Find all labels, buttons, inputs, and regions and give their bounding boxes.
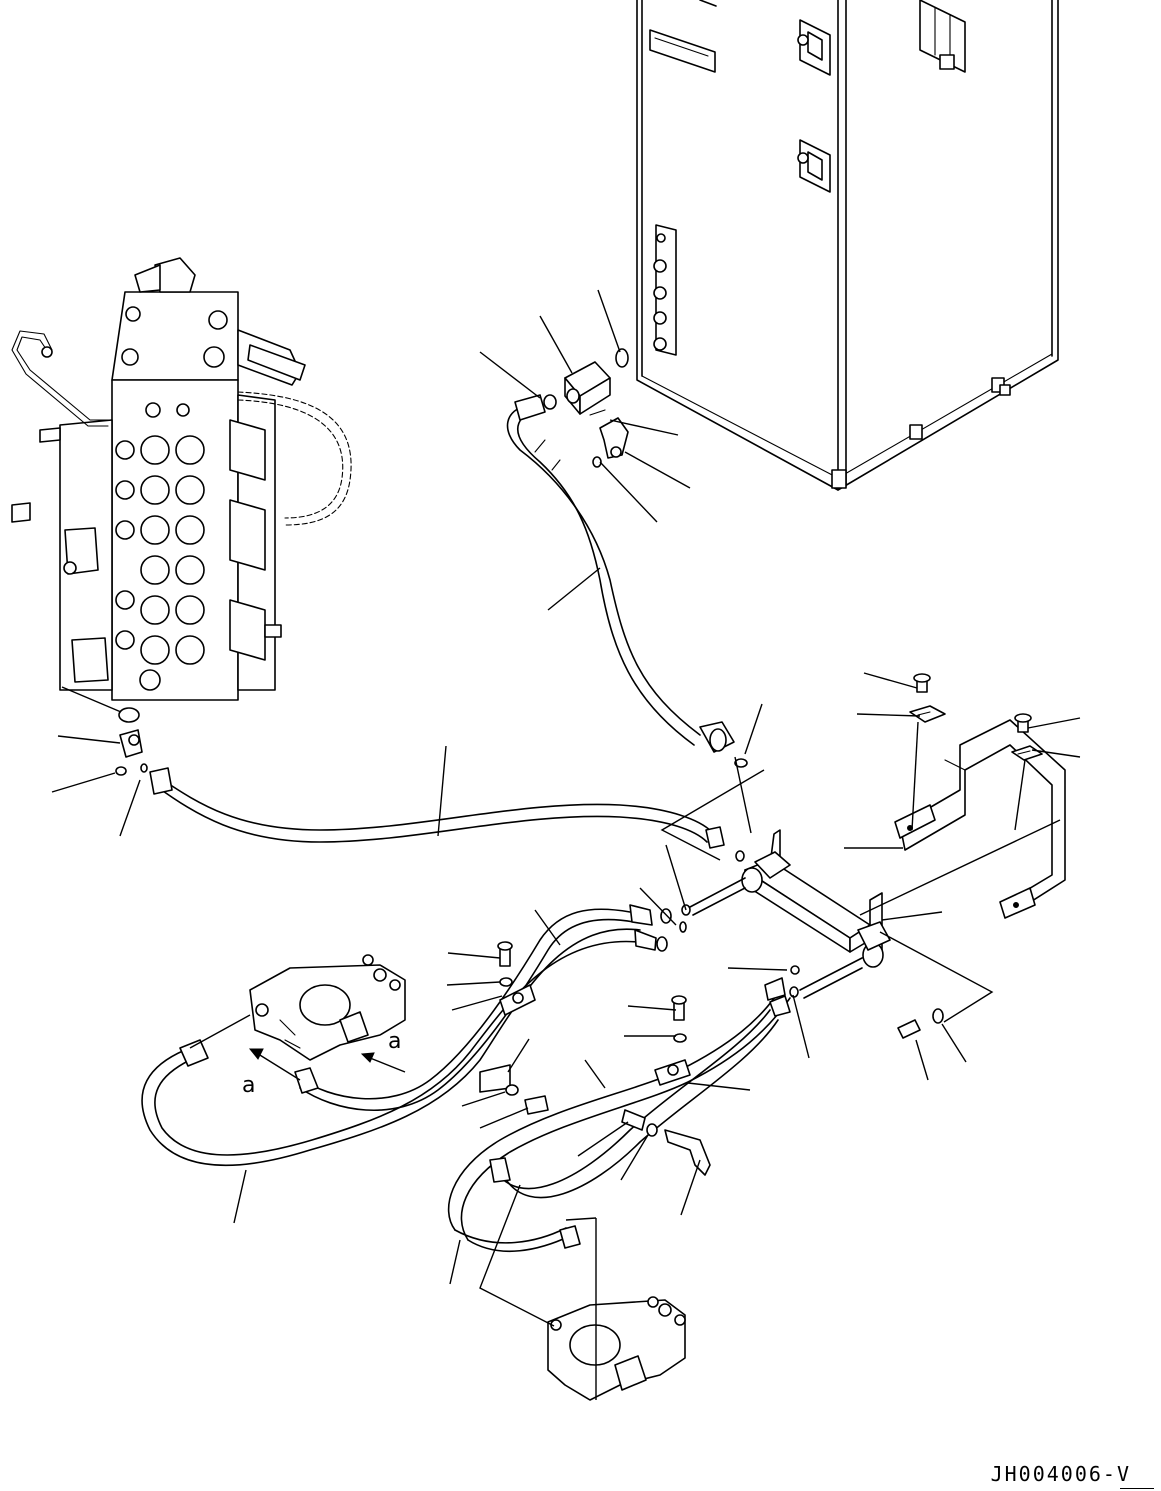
valve-outlet-fittings bbox=[115, 707, 148, 776]
valve-spool-ports bbox=[115, 402, 205, 691]
control-valve-assembly bbox=[11, 257, 352, 701]
right-hose-pair bbox=[447, 977, 791, 1252]
view-mark-a-left: a bbox=[242, 1073, 255, 1098]
drawing-code: JH004006-V bbox=[990, 1462, 1131, 1486]
view-arrows bbox=[248, 1048, 406, 1081]
long-hose bbox=[149, 767, 745, 862]
left-swivel-valve bbox=[249, 954, 406, 1061]
drawing-code-underline bbox=[1120, 1488, 1154, 1489]
check-valve-block bbox=[564, 348, 629, 468]
cabinet-housing bbox=[636, 0, 1059, 491]
bottom-swivel-valve bbox=[547, 1296, 686, 1401]
left-hose-pair bbox=[141, 904, 672, 1167]
view-mark-a-right: a bbox=[388, 1029, 401, 1054]
level-gauge bbox=[919, 0, 966, 73]
cabinet-latch-lower bbox=[797, 139, 831, 193]
cabinet-port-block bbox=[653, 224, 677, 356]
mounting-bracket bbox=[894, 673, 1066, 1039]
manifold-junction bbox=[679, 829, 891, 999]
leader-lines bbox=[51, 289, 1081, 1400]
cabinet-latch-upper bbox=[797, 19, 831, 76]
upper-hose bbox=[506, 394, 748, 768]
